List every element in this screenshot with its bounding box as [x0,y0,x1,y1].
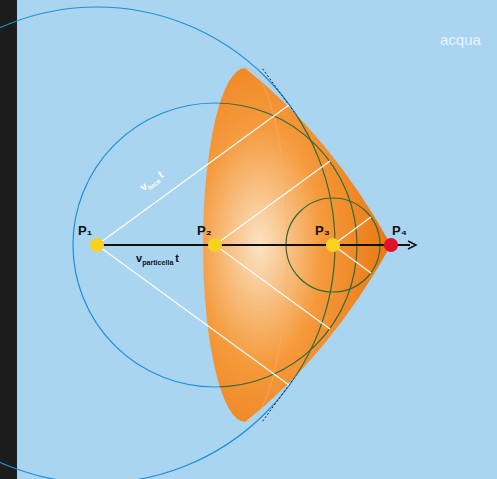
particle-path [97,244,410,246]
label-text: P₂ [197,223,211,238]
dark-strip [0,0,17,479]
label-text: P₁ [78,223,92,238]
subscript-text: particella [142,259,173,267]
particle-position [90,238,104,252]
label-text: P₄ [392,223,407,238]
particle-current [384,238,398,252]
label-text: acqua [440,31,481,48]
point-label: P₄ [392,224,407,237]
wavefront-circle [0,7,335,479]
point-label: P₃ [315,224,330,237]
velocity-label: vparticellat [136,253,179,267]
particle-position [208,238,222,252]
point-label: P₂ [197,224,211,237]
point-label: P₁ [78,224,92,237]
direction-arrow [408,241,416,249]
medium-label: acqua [440,32,481,47]
label-text: t [175,252,179,264]
label-text: P₃ [315,223,330,238]
particle-position [326,238,340,252]
label-text: v [136,252,142,264]
